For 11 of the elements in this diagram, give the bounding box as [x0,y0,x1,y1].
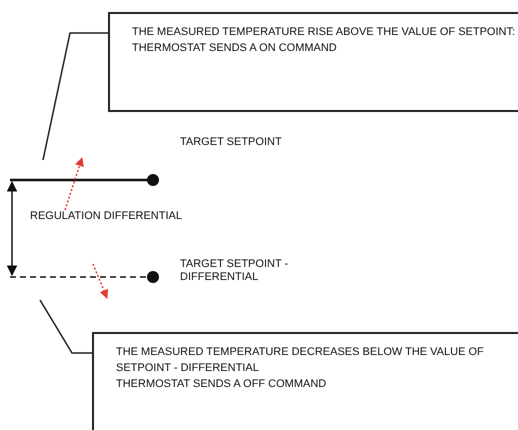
callout-text: THERMOSTAT SENDS A ON COMMAND [132,41,338,56]
callout-text: THE MEASURED TEMPERATURE DECREASES BELOW THE VALUE OF SETPOINT - DIFFERENTIAL [116,345,485,376]
differential-label: REGULATION DIFFERENTIAL [30,210,182,223]
callout-text: THE MEASURED TEMPERATURE RISE ABOVE THE VALUE OF SETPOINT: [132,25,516,40]
callout-box [108,12,518,112]
setpoint-label: TARGET SETPOINT [180,136,282,149]
callout-text: THERMOSTAT SENDS A OFF COMMAND [116,377,328,392]
leader-line [39,300,92,354]
callout-box [92,332,518,430]
leader-line [42,32,108,160]
setpoint-label: TARGET SETPOINT - DIFFERENTIAL [180,258,290,284]
